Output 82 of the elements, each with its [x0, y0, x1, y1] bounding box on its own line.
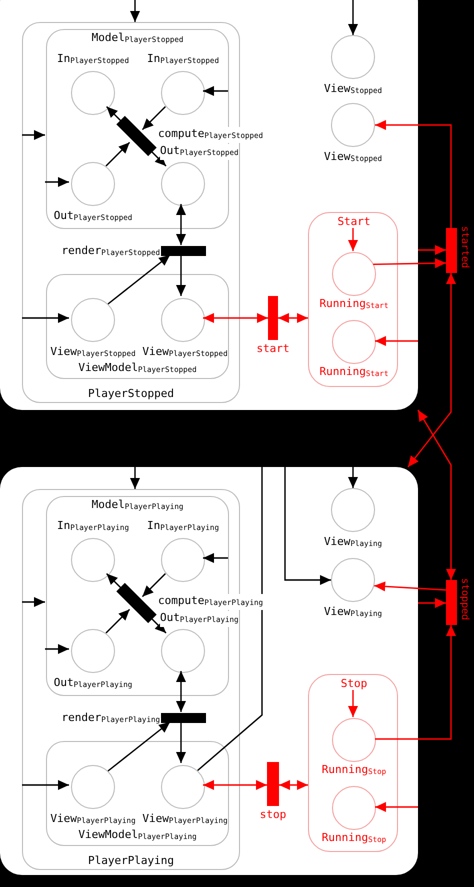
transition-label: render$_{PlayerStopped}$	[60, 244, 160, 259]
arrow	[22, 780, 69, 790]
node-label: Start	[324, 215, 384, 229]
arrow	[348, 0, 358, 35]
arrow	[106, 608, 130, 634]
place-label: Running$_{Start}$	[318, 365, 390, 380]
group-label: Model$_{PlayerPlaying}$	[90, 498, 184, 513]
place-label: View$_{PlayerStopped}$	[141, 345, 229, 360]
arrow	[45, 177, 69, 187]
arrow	[279, 780, 308, 790]
place-label: In$_{PlayerStopped}$	[146, 52, 220, 67]
transition-label: stopped	[458, 578, 470, 620]
place-label: Running$_{Stop}$	[320, 831, 388, 846]
group-label: PlayerPlaying	[86, 854, 176, 868]
arrow	[407, 273, 456, 468]
group-box	[308, 674, 398, 852]
arrow	[203, 313, 268, 323]
place-label: View$_{PlayerPlaying}$	[141, 812, 229, 827]
place-label: View$_{PlayerStopped}$	[49, 345, 137, 360]
place-label: In$_{PlayerPlaying}$	[146, 519, 220, 534]
arrow	[373, 258, 446, 268]
arrow	[22, 597, 45, 607]
arrow	[348, 228, 358, 251]
place-label: Running$_{Start}$	[318, 297, 390, 312]
transition-label: compute$_{PlayerPlaying}$	[158, 594, 264, 610]
arrow	[203, 86, 228, 96]
arrow	[348, 690, 358, 717]
place-label: Out$_{PlayerPlaying}$	[160, 611, 239, 627]
place-label: View$_{PlayerPlaying}$	[49, 812, 137, 827]
arrow	[130, 467, 140, 489]
arrow	[142, 106, 166, 130]
arrow	[418, 245, 446, 255]
arrow	[417, 410, 456, 580]
arrow	[176, 204, 186, 245]
arrow	[108, 721, 170, 772]
arrow	[203, 553, 228, 563]
arrow	[176, 722, 186, 763]
transition-label: started	[458, 226, 470, 268]
transition-label: render$_{PlayerPlaying}$	[60, 711, 160, 726]
node-label: Stop	[324, 677, 384, 691]
arrow	[278, 313, 308, 323]
group-box	[308, 212, 398, 387]
group-label: ViewModel$_{PlayerStopped}$	[77, 361, 198, 376]
state-panel	[0, 467, 418, 875]
arrow	[284, 467, 331, 585]
arrow	[176, 255, 186, 296]
arrow	[203, 780, 267, 790]
place-label: View$_{Playing}$	[322, 605, 384, 620]
state-panel	[0, 0, 418, 410]
arrow	[374, 581, 446, 592]
arrow	[108, 254, 170, 305]
place-label: Out$_{PlayerStopped}$	[52, 209, 134, 224]
place-label: Running$_{Stop}$	[320, 763, 388, 778]
arrow	[375, 625, 456, 740]
arrow	[348, 467, 358, 488]
arrow	[45, 644, 69, 654]
group-box	[46, 741, 229, 846]
arrow	[22, 313, 69, 323]
arrow	[375, 802, 418, 812]
arrow	[375, 336, 418, 346]
arrow	[130, 0, 140, 22]
transition-label: start	[255, 342, 291, 356]
group-label: ViewModel$_{PlayerPlaying}$	[77, 828, 198, 843]
arrow	[142, 573, 166, 598]
arrow	[418, 598, 446, 608]
arrow	[375, 120, 452, 228]
group-label: PlayerStopped	[86, 387, 176, 401]
place-label: Out$_{PlayerPlaying}$	[52, 676, 134, 691]
place-label: In$_{PlayerPlaying}$	[56, 519, 130, 534]
place-label: View$_{Stopped}$	[322, 150, 384, 165]
place-label: In$_{PlayerStopped}$	[56, 52, 130, 67]
place-label: Out$_{PlayerStopped}$	[160, 144, 239, 160]
group-label: Model$_{PlayerStopped}$	[90, 31, 184, 46]
arrow	[106, 142, 130, 166]
transition-label: stop	[258, 808, 288, 822]
place-label: View$_{Stopped}$	[322, 82, 384, 97]
transition-label: compute$_{PlayerStopped}$	[158, 127, 264, 143]
place-label: View$_{Playing}$	[322, 535, 384, 550]
connector-line	[197, 467, 263, 772]
arrow	[22, 130, 45, 140]
group-box	[46, 274, 229, 379]
arrow	[176, 671, 186, 712]
